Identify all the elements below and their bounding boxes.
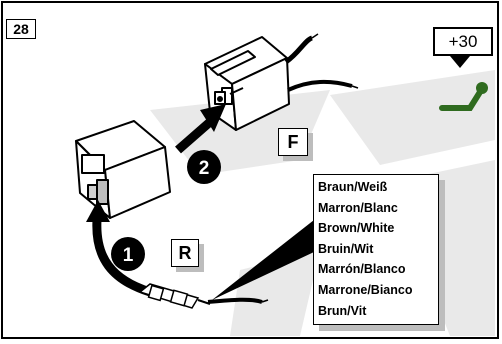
wire-color-es: Marrón/Blanco [318, 262, 406, 277]
wire-color-fr: Marron/Blanc [318, 200, 398, 215]
wire-color-it: Marrone/Bianco [318, 282, 413, 297]
connector-housing-lower [75, 120, 171, 219]
wire-color-sv: Brun/Vit [318, 303, 367, 318]
step-marker-2: 2 [187, 150, 221, 184]
step-number-badge: 28 [6, 19, 36, 39]
watermark-shape-2 [330, 70, 495, 165]
wire-color-list: Braun/Weiß Marron/Blanc Brown/White Brui… [313, 174, 439, 325]
arrow-step-2 [175, 104, 226, 154]
connector-label-f: F [278, 128, 308, 156]
wire-color-de: Braun/Weiß [318, 180, 388, 194]
leader-pointer [212, 220, 314, 300]
connector-label-r: R [171, 239, 199, 267]
wire-color-nl: Bruin/Wit [318, 241, 374, 256]
voltage-terminal-label: +30 [433, 27, 493, 56]
step-marker-2-label: 2 [199, 158, 210, 179]
wire-lower [207, 297, 269, 304]
arrow-step-1 [86, 200, 152, 297]
step-marker-1-label: 1 [123, 245, 134, 266]
step-marker-1: 1 [111, 237, 145, 271]
terminal-symbol-icon [439, 56, 488, 111]
spade-terminal [138, 283, 211, 309]
wire-color-en: Brown/White [318, 221, 395, 236]
wires-upper [284, 33, 359, 92]
